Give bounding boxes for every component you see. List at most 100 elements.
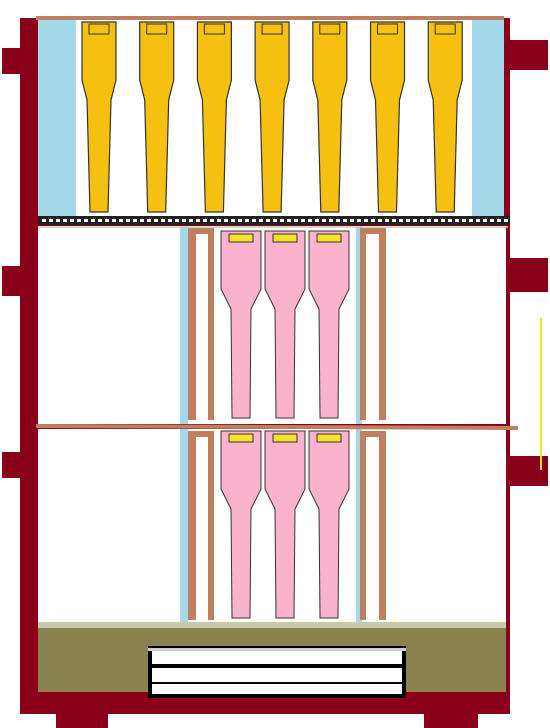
chain-link (294, 219, 298, 222)
chain-link (175, 219, 179, 222)
left-lug-top (2, 48, 24, 74)
middle-left-post-inner (208, 228, 214, 420)
middle-left-post-top (188, 228, 214, 234)
chain-link (413, 219, 417, 222)
chain-link (280, 219, 284, 222)
chain-link (266, 219, 270, 222)
bottom-right-post-top (360, 431, 386, 437)
step (152, 684, 402, 694)
chain-link (490, 219, 494, 222)
gold-tube (254, 21, 290, 213)
chain-link (399, 219, 403, 222)
left-lug-middle (2, 266, 24, 296)
middle-right-sky-strip (356, 226, 362, 424)
pink-tube-cap (228, 433, 254, 443)
chain-link (504, 219, 508, 222)
chain-link (112, 219, 116, 222)
bottom-right-sky-strip (356, 429, 362, 624)
pink-tube-cap (316, 233, 342, 243)
bottom-left-post-top (188, 431, 214, 437)
chain-link (231, 219, 235, 222)
gold-tube-cap (203, 23, 225, 35)
pink-tube (220, 230, 262, 419)
middle-right-post-inner (360, 228, 366, 420)
step (152, 668, 402, 682)
chain-link (49, 219, 53, 222)
chain-link (322, 219, 326, 222)
left-lug-bottom (2, 452, 24, 478)
chain-link (238, 219, 242, 222)
step (152, 650, 402, 664)
gold-tube (427, 21, 463, 213)
left-foot (56, 708, 108, 728)
chain-link (168, 219, 172, 222)
chain-link (189, 219, 193, 222)
chain-link (63, 219, 67, 222)
chain-link (84, 219, 88, 222)
gold-tube (312, 21, 348, 213)
chain-link (455, 219, 459, 222)
chain-link (497, 219, 501, 222)
chain-link (378, 219, 382, 222)
chain-link (469, 219, 473, 222)
chain-link (126, 219, 130, 222)
chain-link (77, 219, 81, 222)
pink-tube (264, 430, 306, 619)
chain-link (434, 219, 438, 222)
bottom-left-sky-strip (180, 429, 188, 624)
chain-link (462, 219, 466, 222)
chain-link (364, 219, 368, 222)
bottom-compartment (35, 424, 519, 624)
pink-tube-cap (228, 233, 254, 243)
chain-link (371, 219, 375, 222)
chain-link (343, 219, 347, 222)
pink-tube-cap (272, 233, 298, 243)
chain-link (392, 219, 396, 222)
chain-link (147, 219, 151, 222)
pink-tube (308, 430, 350, 619)
chain-link (448, 219, 452, 222)
chain-link (427, 219, 431, 222)
chain-link (357, 219, 361, 222)
chain-link (336, 219, 340, 222)
chain-link (210, 219, 214, 222)
chain-link (483, 219, 487, 222)
pink-tube-cap (316, 433, 342, 443)
chain-link (140, 219, 144, 222)
gold-tube-cap (146, 23, 168, 35)
right-lug-top (506, 40, 548, 70)
chain-link (329, 219, 333, 222)
gold-tube-cap (319, 23, 341, 35)
chain-link (420, 219, 424, 222)
chain-link (350, 219, 354, 222)
chain-link (259, 219, 263, 222)
right-lug-middle (506, 258, 548, 292)
chain-link (224, 219, 228, 222)
gold-tube-cap (261, 23, 283, 35)
chain-link (385, 219, 389, 222)
chain-link (119, 219, 123, 222)
bottom-left-post-inner (208, 431, 214, 620)
base-platform (38, 622, 506, 698)
chain-link (315, 219, 319, 222)
mid-separator-beam (35, 424, 519, 430)
bottom-right-post-inner (360, 431, 366, 620)
middle-left-post-outer (188, 228, 196, 420)
chain-link (98, 219, 102, 222)
chain-link (252, 219, 256, 222)
middle-left-sky-strip (180, 226, 188, 424)
step-top-edge (148, 648, 406, 651)
chain-link (133, 219, 137, 222)
chain-link (476, 219, 480, 222)
chain-link (301, 219, 305, 222)
gold-tube (369, 21, 406, 213)
pink-tube (264, 230, 306, 419)
gold-tube-cap (88, 23, 110, 35)
gold-tube (139, 21, 175, 213)
chain-link (154, 219, 158, 222)
chain-link (441, 219, 445, 222)
chain-link (308, 219, 312, 222)
chain-link (203, 219, 207, 222)
top-compartment (36, 16, 510, 225)
middle-right-post-top (360, 228, 386, 234)
